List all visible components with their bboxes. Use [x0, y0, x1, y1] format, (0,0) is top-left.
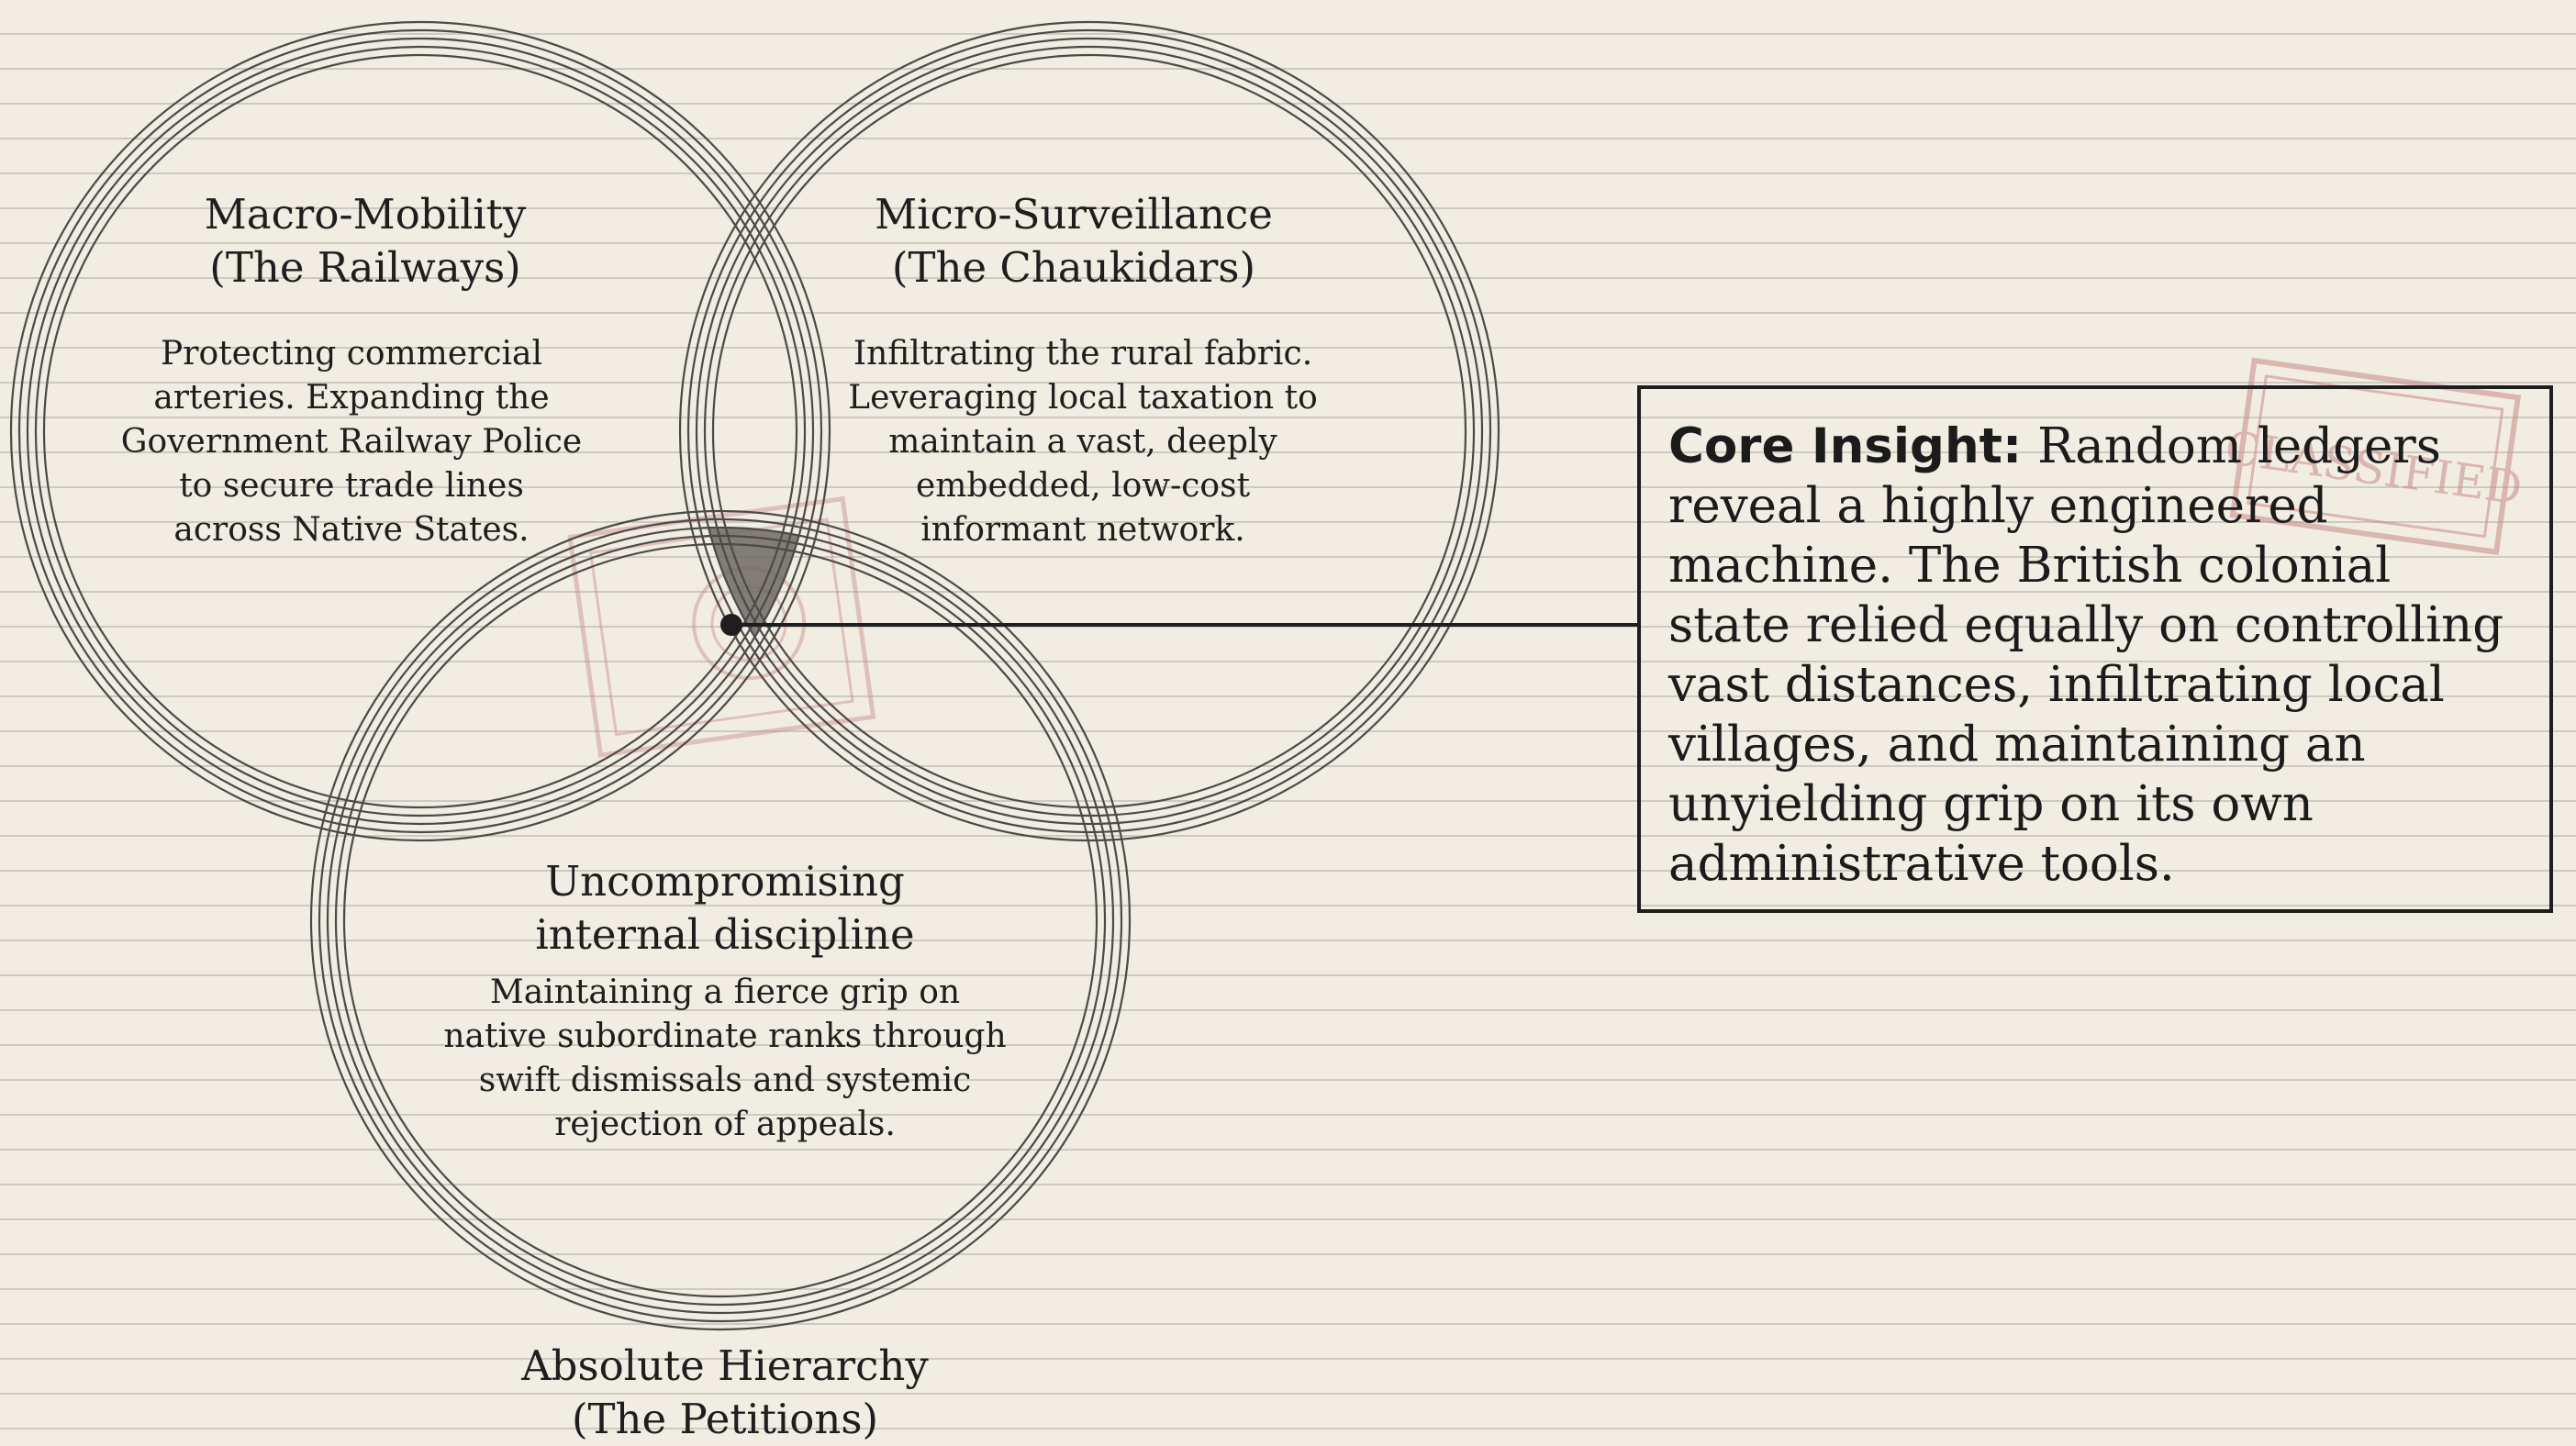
circle-petitions-ring: [334, 534, 1107, 1307]
circle-railways-ring: [17, 28, 823, 834]
circle-railways-ring: [9, 20, 831, 842]
petitions-desc-line: rejection of appeals.: [554, 1106, 896, 1143]
circle-railways-ring: [26, 37, 815, 826]
petitions-inner-title-line2: internal discipline: [535, 910, 915, 959]
railways-desc-line: Protecting commercial: [161, 335, 542, 373]
railways-desc-line: arteries. Expanding the: [153, 379, 550, 417]
core-insight-label: Core Insight:: [1668, 418, 2023, 474]
circle-chaukidars-ring: [695, 37, 1484, 826]
circle-railways-ring: [34, 45, 807, 818]
petitions-inner-title-line1: Uncompromising: [545, 857, 905, 906]
railways-desc-line: to secure trade lines: [179, 467, 524, 505]
core-insight-text: Core Insight: Random ledgers reveal a hi…: [1668, 417, 2527, 894]
chaukidars-description: Infiltrating the rural fabric. Leveragin…: [808, 332, 1358, 552]
petitions-description: Maintaining a fierce grip on native subo…: [404, 971, 1046, 1147]
railways-description: Protecting commercial arteries. Expandin…: [108, 332, 595, 552]
circle-chaukidars-ring: [711, 53, 1467, 809]
petitions-desc-line: Maintaining a fierce grip on: [489, 973, 961, 1011]
chaukidars-desc-line: embedded, low-cost: [915, 467, 1251, 505]
circle-petitions-ring: [309, 509, 1132, 1331]
railways-desc-line: across Native States.: [173, 511, 530, 549]
circle-railways-ring: [42, 53, 798, 809]
chaukidars-title-line2: (The Chaukidars): [891, 243, 1256, 292]
petitions-title: Absolute Hierarchy (The Petitions): [440, 1340, 1009, 1446]
core-insight-box: Core Insight: Random ledgers reveal a hi…: [1637, 385, 2553, 913]
chaukidars-desc-line: Infiltrating the rural fabric.: [853, 335, 1313, 373]
circle-petitions-ring: [318, 517, 1123, 1323]
petitions-desc-line: swift dismissals and systemic: [478, 1062, 972, 1099]
petitions-desc-line: native subordinate ranks through: [443, 1018, 1007, 1055]
chaukidars-desc-line: informant network.: [920, 511, 1245, 549]
railways-title: Macro-Mobility (The Railways): [154, 188, 576, 295]
circle-petitions: [309, 509, 1132, 1331]
core-insight-body: Random ledgers reveal a highly engineere…: [1668, 418, 2504, 892]
circle-chaukidars: [678, 20, 1500, 842]
railways-title-line2: (The Railways): [209, 243, 521, 292]
circle-petitions-ring: [326, 526, 1115, 1315]
chaukidars-desc-line: Leveraging local taxation to: [848, 379, 1318, 417]
chaukidars-title: Micro-Surveillance (The Chaukidars): [817, 188, 1331, 295]
circle-chaukidars-ring: [703, 45, 1476, 818]
circle-rings: [9, 20, 1500, 1331]
circle-chaukidars-ring: [686, 28, 1492, 834]
callout-dot: [720, 614, 742, 636]
petitions-title-line1: Absolute Hierarchy: [521, 1341, 929, 1390]
chaukidars-title-line1: Micro-Surveillance: [875, 190, 1273, 239]
circle-chaukidars-ring: [678, 20, 1500, 842]
circle-petitions-ring: [342, 542, 1098, 1298]
circle-railways: [9, 20, 831, 842]
railways-desc-line: Government Railway Police: [120, 423, 583, 461]
petitions-title-line2: (The Petitions): [571, 1395, 879, 1443]
chaukidars-desc-line: maintain a vast, deeply: [888, 423, 1277, 461]
railways-title-line1: Macro-Mobility: [204, 190, 527, 239]
petitions-inner-title: Uncompromising internal discipline: [459, 855, 991, 962]
